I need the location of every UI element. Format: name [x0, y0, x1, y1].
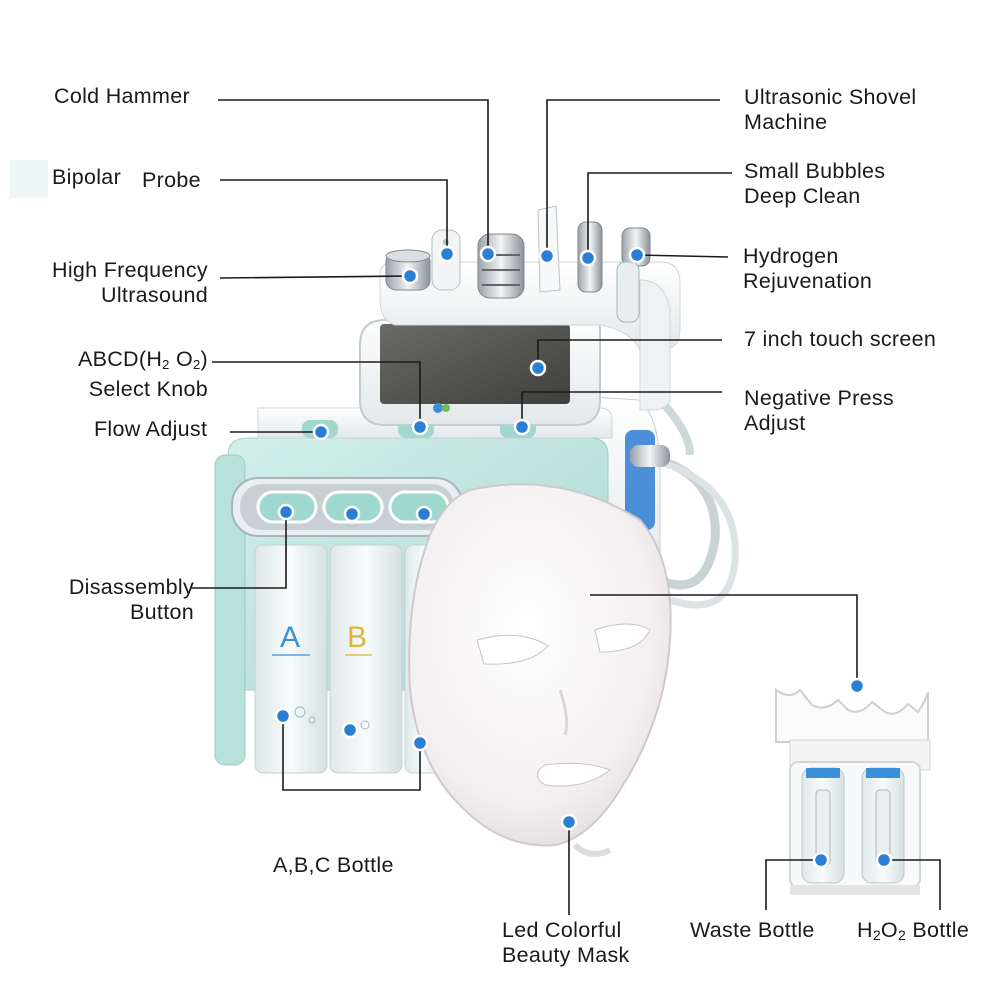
leader-bipolar-probe — [220, 179, 448, 254]
leader-waste-bottle — [765, 859, 821, 910]
marker-bottle-c — [411, 734, 429, 752]
label-bubbles-line2: Deep Clean — [744, 184, 861, 208]
marker-bottle-b — [341, 721, 359, 739]
marker-negative-press — [513, 418, 531, 436]
marker-hydrogen — [628, 246, 646, 264]
label-touch-screen: 7 inch touch screen — [744, 327, 936, 352]
label-flow-adjust: Flow Adjust — [94, 417, 207, 442]
faint-artifact — [10, 160, 48, 198]
label-negative-press: Negative Press Adjust — [744, 386, 894, 436]
marker-bottle-holder — [848, 677, 866, 695]
label-waste-bottle: Waste Bottle — [690, 918, 815, 943]
label-cold-hammer-text: Cold Hammer — [54, 84, 190, 108]
label-led-line2: Beauty Mask — [502, 943, 630, 967]
label-probe-text: Probe — [142, 168, 201, 192]
label-negative-line1: Negative Press — [744, 386, 894, 410]
label-hydrogen-line2: Rejuvenation — [743, 269, 873, 293]
label-high-frequency-ultrasound: High Frequency Ultrasound — [52, 258, 208, 308]
bottle-b-letter: B — [347, 621, 367, 654]
marker-disassembly-1 — [277, 503, 295, 521]
label-probe: Probe — [142, 168, 201, 193]
label-disassembly-line2: Button — [130, 600, 194, 624]
markers — [274, 245, 893, 869]
leader-small-bubbles — [587, 172, 732, 258]
label-small-bubbles: Small Bubbles Deep Clean — [744, 159, 885, 209]
leader-abc-bottle — [282, 718, 421, 791]
label-abcd-line1: ABCD(H2 O2) — [78, 347, 208, 377]
marker-waste-bottle — [812, 851, 830, 869]
label-led-line1: Led Colorful — [502, 918, 622, 942]
h2o2-mid: O — [880, 918, 898, 942]
label-abcd-line2: Select Knob — [88, 377, 208, 401]
label-ultrasonic-line1: Ultrasonic Shovel — [744, 85, 917, 109]
label-waste-bottle-text: Waste Bottle — [690, 918, 815, 942]
leader-high-frequency — [219, 275, 411, 279]
abcd-mid: O — [169, 347, 193, 371]
h2o2-pre: H — [857, 918, 873, 942]
label-negative-line2: Adjust — [744, 411, 806, 435]
label-disassembly-line1: Disassembly — [68, 575, 194, 599]
marker-bipolar-probe — [438, 245, 456, 263]
label-hydrogen-line1: Hydrogen — [743, 244, 839, 268]
leader-lines — [190, 99, 941, 915]
label-abc-bottle-text: A,B,C Bottle — [273, 853, 394, 877]
marker-abcd-knob — [411, 418, 429, 436]
bottle-a-letter: A — [280, 621, 300, 654]
h2o2-sub1: 2 — [872, 927, 881, 943]
label-ultrasonic-shovel: Ultrasonic Shovel Machine — [744, 85, 916, 135]
abcd-pre: ABCD(H — [77, 347, 163, 371]
abcd-post: ) — [200, 347, 208, 371]
label-cold-hammer: Cold Hammer — [54, 84, 190, 109]
leader-bottle-holder — [590, 594, 858, 686]
h2o2-sub2: 2 — [897, 927, 907, 943]
h2o2-post: Bottle — [906, 918, 970, 942]
marker-ultrasonic-shovel — [538, 247, 556, 265]
leader-negative-press — [521, 391, 722, 427]
label-touch-screen-text: 7 inch touch screen — [744, 327, 937, 351]
label-h2o2-bottle: H2O2 Bottle — [857, 918, 969, 948]
label-flow-adjust-text: Flow Adjust — [94, 417, 208, 441]
marker-h2o2-bottle — [875, 851, 893, 869]
abcd-sub2: 2 — [193, 357, 201, 372]
label-bipolar: Bipolar — [52, 165, 121, 190]
label-ultrasonic-line2: Machine — [744, 110, 828, 134]
leader-hydrogen — [636, 254, 729, 258]
marker-led-mask — [560, 813, 578, 831]
leader-cold-hammer — [218, 99, 489, 254]
leader-disassembly — [190, 512, 287, 589]
bottle-holder-illustration — [775, 688, 931, 895]
leader-ultrasonic-shovel — [546, 99, 720, 256]
leader-abcd-knob — [212, 361, 421, 427]
label-hydrogen-rejuvenation: Hydrogen Rejuvenation — [743, 244, 872, 294]
label-abcd-select-knob: ABCD(H2 O2) Select Knob — [78, 347, 208, 402]
label-bubbles-line1: Small Bubbles — [744, 159, 886, 183]
label-led-beauty-mask: Led Colorful Beauty Mask — [502, 918, 630, 968]
label-h2o2-line: H2O2 Bottle — [857, 918, 969, 948]
marker-touch-screen — [529, 359, 547, 377]
marker-flow-adjust — [312, 423, 330, 441]
abcd-sub1: 2 — [162, 357, 170, 372]
label-bipolar-text: Bipolar — [52, 165, 122, 189]
marker-disassembly-2 — [343, 505, 361, 523]
leader-h2o2-bottle — [884, 859, 941, 910]
marker-bottle-a — [274, 707, 292, 725]
marker-disassembly-3 — [415, 505, 433, 523]
label-disassembly-button: Disassembly Button — [69, 575, 194, 625]
label-abc-bottle: A,B,C Bottle — [273, 853, 394, 878]
marker-cold-hammer — [479, 245, 497, 263]
led-mask-illustration — [408, 483, 672, 857]
marker-high-frequency — [401, 267, 419, 285]
leader-touch-screen — [537, 339, 722, 368]
label-hf-line2: Ultrasound — [101, 283, 208, 307]
label-hf-line1: High Frequency — [52, 258, 208, 282]
marker-small-bubbles — [579, 249, 597, 267]
